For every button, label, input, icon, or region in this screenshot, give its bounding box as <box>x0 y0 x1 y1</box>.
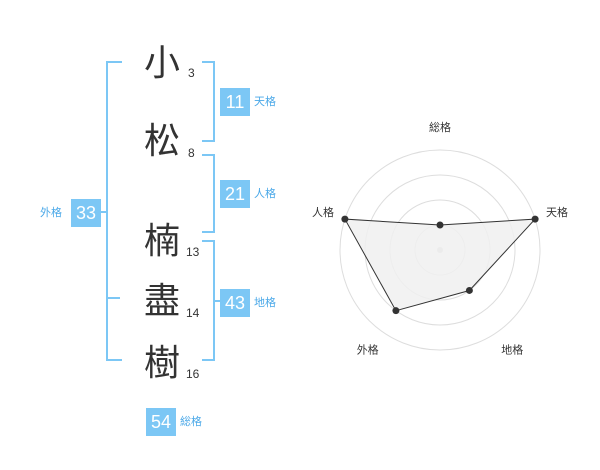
name-char-2: 松 <box>143 121 180 162</box>
radar-axis-label: 人格 <box>312 205 334 219</box>
stroke-count-1: 3 <box>188 66 195 80</box>
jinkaku-bracket <box>202 154 215 233</box>
stroke-count-3: 13 <box>186 245 200 259</box>
radar-center-dot <box>437 247 443 253</box>
gaikaku-bracket <box>106 61 122 361</box>
tenkaku-bracket <box>202 61 215 142</box>
name-char-4: 盡 <box>143 281 180 322</box>
chikaku-badge: 43 <box>220 289 250 317</box>
chikaku-label: 地格 <box>254 296 276 309</box>
radar-grid-ring <box>339 149 541 351</box>
jinkaku-badge: 21 <box>220 180 250 208</box>
stroke-count-2: 8 <box>188 146 195 160</box>
soukaku-label: 総格 <box>180 415 202 428</box>
radar-point-1 <box>436 221 444 229</box>
radar-point-4 <box>392 307 400 315</box>
jinkaku-label: 人格 <box>254 187 276 200</box>
radar-point-3 <box>465 286 473 294</box>
radar-point-5 <box>341 215 349 223</box>
radar-grid-ring <box>364 174 516 326</box>
tenkaku-badge: 11 <box>220 88 250 116</box>
stroke-count-5: 16 <box>186 367 200 381</box>
gaikaku-badge: 33 <box>71 199 101 227</box>
chikaku-connector <box>213 300 221 302</box>
tenkaku-label: 天格 <box>254 95 276 108</box>
radar-axis-label: 地格 <box>501 343 523 357</box>
gaikaku-label: 外格 <box>40 206 62 219</box>
radar-axis-label: 外格 <box>357 343 379 357</box>
soukaku-badge: 54 <box>146 408 176 436</box>
radar-area <box>344 218 537 312</box>
radar-grid-ring <box>389 199 491 301</box>
gaikaku-bracket-mid-tick <box>106 297 120 299</box>
gaikaku-connector <box>98 211 106 213</box>
name-char-1: 小 <box>143 43 180 84</box>
radar-point-2 <box>531 215 539 223</box>
name-char-5: 樹 <box>143 343 180 384</box>
name-char-3: 楠 <box>143 221 180 262</box>
radar-grid-ring <box>414 224 466 276</box>
radar-axis-label: 天格 <box>546 205 568 219</box>
stroke-count-4: 14 <box>186 306 200 320</box>
radar-axis-label: 総格 <box>429 120 451 134</box>
